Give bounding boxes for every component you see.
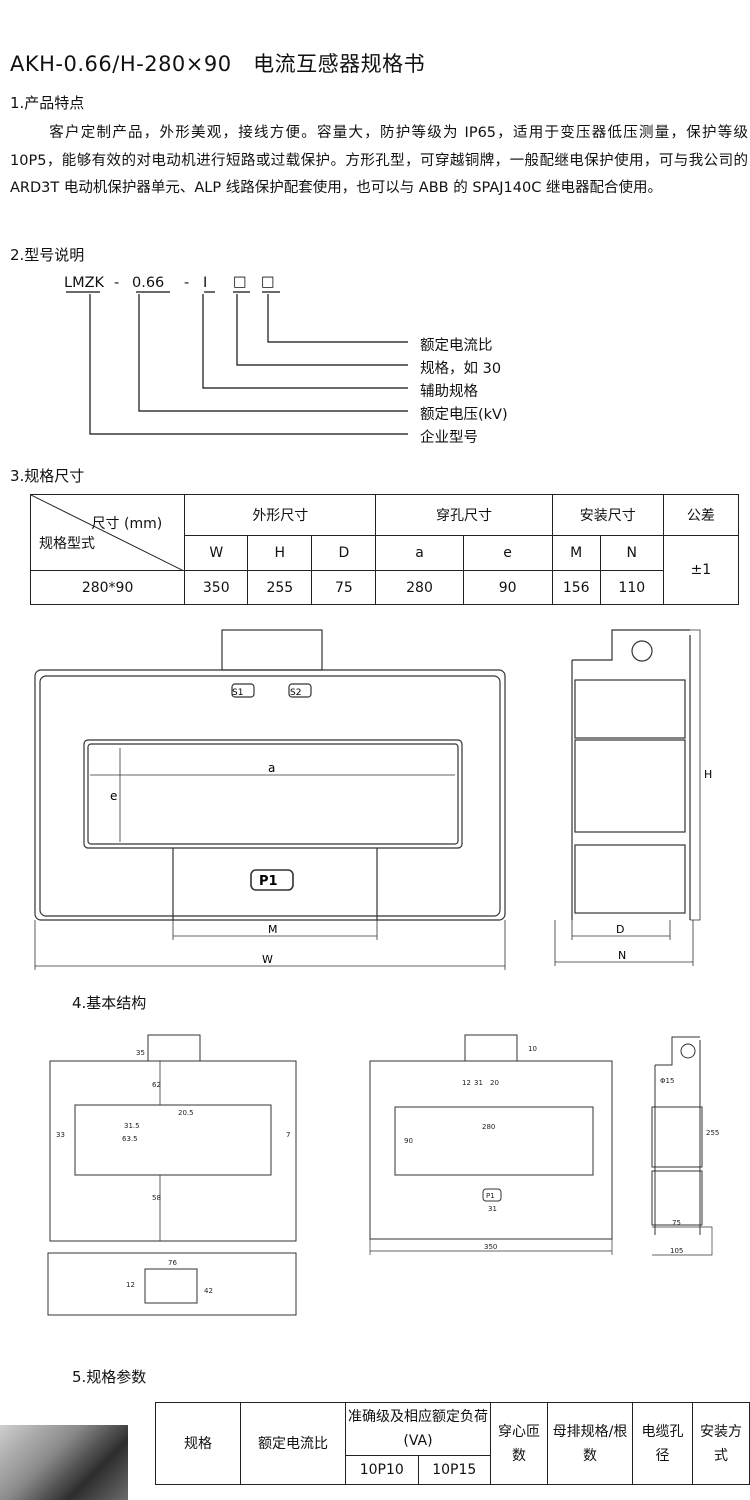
sub-n: N — [599, 535, 664, 571]
front2-dim-12: 12 — [462, 1079, 471, 1087]
param-header-ratio: 额定电流比 — [240, 1402, 346, 1485]
front-dim-63-5: 63.5 — [122, 1135, 138, 1143]
explain-rated-ratio: 额定电流比 — [420, 338, 493, 354]
param-header-spec: 规格 — [155, 1402, 241, 1485]
param-header-busbar: 母排规格/根数 — [547, 1402, 633, 1485]
front-top-boss — [221, 629, 323, 671]
sub-h: H — [247, 535, 313, 571]
spec-corner-cell: 尺寸 (mm) 规格型式 — [29, 494, 186, 571]
front-dim-62: 62 — [152, 1081, 161, 1089]
bottom-dim-12: 12 — [126, 1281, 135, 1289]
section-4-heading: 4.基本结构 — [72, 994, 147, 1012]
dim-n-label: N — [618, 949, 626, 962]
model-part-ratio-box: □ — [261, 274, 275, 290]
explain-voltage: 额定电压(kV) — [420, 407, 508, 423]
model-part-company: LMZK — [64, 275, 105, 291]
terminal-s1: S1 — [232, 688, 243, 698]
sub-e: e — [462, 535, 553, 571]
front2-dim-20: 20 — [490, 1079, 499, 1087]
side-dim-105: 105 — [670, 1247, 683, 1255]
explain-spec: 规格，如 30 — [420, 361, 502, 377]
row-d: 75 — [311, 570, 377, 605]
spec-dimension-table: 尺寸 (mm) 规格型式 外形尺寸 穿孔尺寸 安装尺寸 公差 W H D a e… — [29, 494, 740, 605]
group-install-size: 安装尺寸 — [551, 494, 664, 536]
side-dim-255: 255 — [706, 1129, 719, 1137]
row-model: 280*90 — [29, 570, 186, 605]
structure-drawing: 35 62 33 20.5 31.5 63.5 58 7 10 12 31 20… — [47, 1034, 719, 1316]
dim-e-label: e — [110, 789, 117, 803]
front2-dim-90: 90 — [404, 1137, 413, 1145]
bottom-dim-42: 42 — [204, 1287, 213, 1295]
param-header-turns: 穿心匝数 — [490, 1402, 548, 1485]
front2-dim-31: 31 — [474, 1079, 483, 1087]
side-hole-dia: Φ15 — [660, 1077, 674, 1085]
section-1-text: 客户定制产品，外形美观，接线方便。容量大，防护等级为 IP65，适用于变压器低压… — [10, 125, 748, 196]
section-1-paragraph: 客户定制产品，外形美观，接线方便。容量大，防护等级为 IP65，适用于变压器低压… — [10, 120, 748, 203]
model-part-spec-box: □ — [233, 274, 247, 290]
dim-d-label: D — [616, 923, 624, 936]
front2-terminal-p1: P1 — [486, 1192, 495, 1200]
dim-w-label: W — [262, 953, 273, 966]
model-part-aux: I — [203, 275, 208, 291]
bottom-dim-76: 76 — [168, 1259, 177, 1267]
section-3-heading: 3.规格尺寸 — [10, 467, 85, 485]
product-photo — [0, 1425, 128, 1500]
row-e: 90 — [462, 570, 553, 605]
front2-dim-280: 280 — [482, 1123, 495, 1131]
model-part-voltage: 0.66 — [132, 275, 165, 291]
terminal-s2: S2 — [290, 688, 301, 698]
row-a: 280 — [375, 570, 464, 605]
dim-m-label: M — [268, 923, 278, 936]
document-title: AKH-0.66/H-280×90 电流互感器规格书 — [10, 52, 426, 76]
corner-size-label: 尺寸 (mm) — [91, 516, 163, 532]
row-h: 255 — [247, 570, 313, 605]
side-dim-75: 75 — [672, 1219, 681, 1227]
dim-h-label: H — [704, 768, 712, 781]
section-5-heading: 5.规格参数 — [72, 1368, 147, 1386]
corner-diagonal — [31, 495, 184, 571]
corner-model-label: 规格型式 — [39, 536, 95, 552]
section-1-heading: 1.产品特点 — [10, 94, 85, 112]
sub-m: M — [551, 535, 601, 571]
model-code-leader-lines — [66, 291, 408, 435]
outline-drawing: S1 S2 P1 a e M W H D N — [34, 629, 712, 970]
front-dim-31-5: 31.5 — [124, 1122, 140, 1130]
group-hole-size: 穿孔尺寸 — [375, 494, 553, 536]
sub-a: a — [375, 535, 464, 571]
front2-dim-10: 10 — [528, 1045, 537, 1053]
terminal-p1: P1 — [259, 874, 278, 889]
row-m: 156 — [551, 570, 601, 605]
front-dim-58: 58 — [152, 1194, 161, 1202]
model-part-dash-2: - — [184, 275, 190, 291]
param-accuracy-10p15: 10P15 — [417, 1455, 491, 1485]
param-accuracy-10p10: 10P10 — [345, 1455, 419, 1485]
group-tolerance: 公差 — [662, 494, 740, 536]
explain-company: 企业型号 — [420, 430, 478, 446]
front2-dim-350: 350 — [484, 1243, 497, 1251]
row-n: 110 — [599, 570, 664, 605]
row-w: 350 — [184, 570, 249, 605]
model-part-dash-1: - — [114, 275, 120, 291]
sub-w: W — [184, 535, 249, 571]
param-header-install: 安装方式 — [692, 1402, 750, 1485]
front2-dim-31-bottom: 31 — [488, 1205, 497, 1213]
explain-aux: 辅助规格 — [420, 384, 478, 400]
params-table: 规格 额定电流比 准确级及相应额定负荷(VA) 穿心匝数 母排规格/根数 电缆孔… — [155, 1402, 750, 1485]
tolerance-value: ±1 — [662, 535, 740, 605]
sub-d: D — [311, 535, 377, 571]
param-header-cable-hole: 电缆孔径 — [632, 1402, 693, 1485]
front-dim-35: 35 — [136, 1049, 145, 1057]
group-outer-size: 外形尺寸 — [184, 494, 377, 536]
param-header-accuracy: 准确级及相应额定负荷(VA) — [345, 1402, 491, 1456]
dim-a-label: a — [268, 761, 275, 775]
section-2-heading: 2.型号说明 — [10, 246, 85, 264]
front-dim-20-5: 20.5 — [178, 1109, 194, 1117]
front-right-dim: 7 — [286, 1131, 290, 1139]
front-dim-33: 33 — [56, 1131, 65, 1139]
